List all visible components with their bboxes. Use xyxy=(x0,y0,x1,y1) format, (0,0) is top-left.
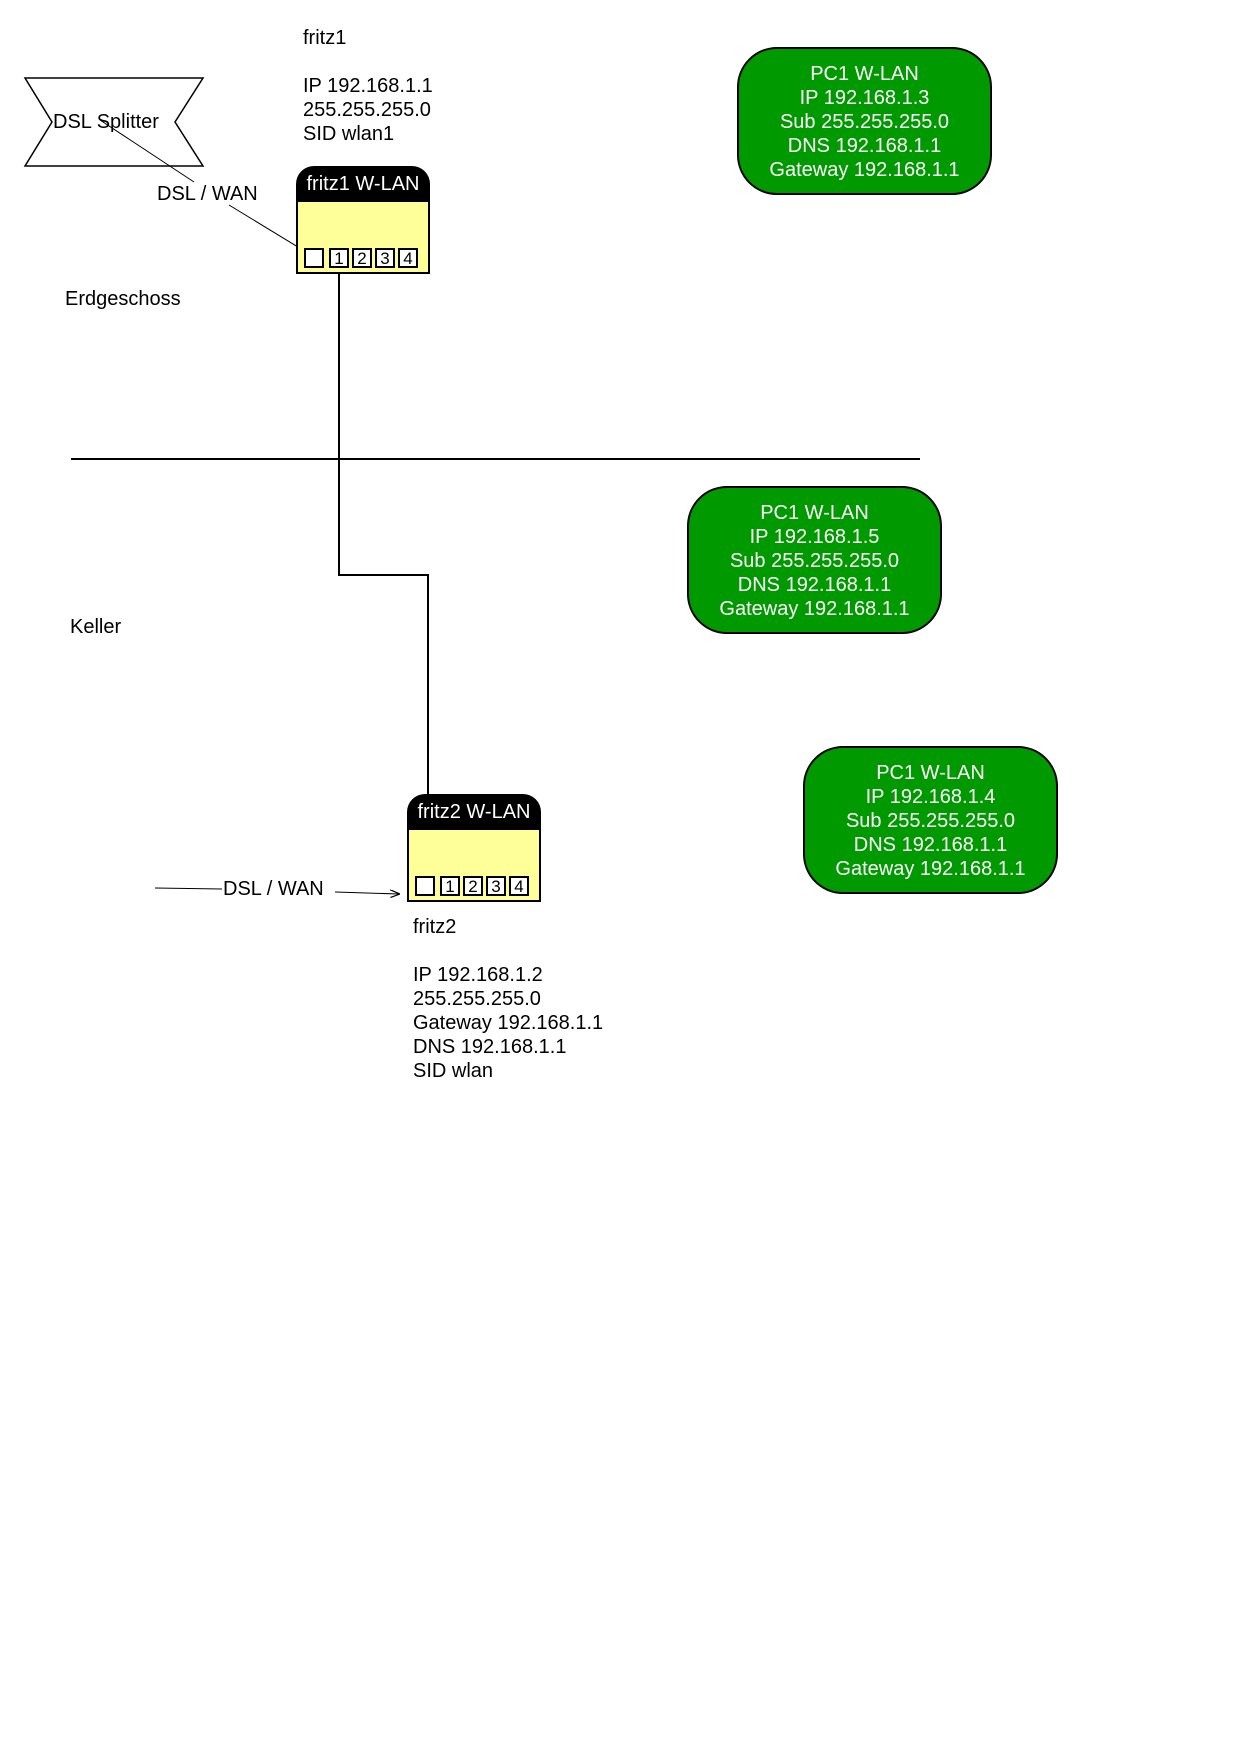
dsl-splitter-shape xyxy=(23,77,205,167)
router2-info: fritz2 IP 192.168.1.2 255.255.255.0 Gate… xyxy=(413,915,603,1083)
router1-port-4: 4 xyxy=(398,248,418,268)
pc-box-line: Gateway 192.168.1.1 xyxy=(769,159,960,181)
router2-info-line: 255.255.255.0 xyxy=(413,988,541,1010)
router1-port-wan xyxy=(304,248,324,268)
router1-info-name: fritz1 xyxy=(303,27,347,49)
dsl-wan-link-upper xyxy=(99,119,195,183)
router2-info-line: IP 192.168.1.2 xyxy=(413,964,543,986)
router1-info-line: SID wlan1 xyxy=(303,123,395,145)
pc-box-line: Gateway 192.168.1.1 xyxy=(835,858,1026,880)
router1-info: fritz1 IP 192.168.1.1 255.255.255.0 SID … xyxy=(303,26,433,146)
router1-port-2: 2 xyxy=(352,248,372,268)
router2-info-line: Gateway 192.168.1.1 xyxy=(413,1012,604,1034)
pc-box-1: PC1 W-LAN IP 192.168.1.3 Sub 255.255.255… xyxy=(737,47,992,195)
router2-port-3: 3 xyxy=(486,876,506,896)
pc-box-3: PC1 W-LAN IP 192.168.1.4 Sub 255.255.255… xyxy=(803,746,1058,894)
pc-box-line: Sub 255.255.255.0 xyxy=(779,111,950,133)
router1-port-1: 1 xyxy=(329,248,349,268)
pc-box-line: PC1 W-LAN xyxy=(760,502,869,524)
dsl-wan-label-lower: DSL / WAN xyxy=(223,878,324,900)
router2-port-1: 1 xyxy=(440,876,460,896)
pc-box-line: PC1 W-LAN xyxy=(810,63,919,85)
pc-box-line: DNS 192.168.1.1 xyxy=(787,135,942,157)
lan-cable xyxy=(338,258,428,892)
router1-info-line: IP 192.168.1.1 xyxy=(303,75,433,97)
pc-box-line: DNS 192.168.1.1 xyxy=(737,574,892,596)
dsl-splitter-label: DSL Splitter xyxy=(53,111,159,133)
router1: fritz1 W-LAN 1 2 3 4 xyxy=(296,166,430,274)
floor-label-erdgeschoss: Erdgeschoss xyxy=(65,288,181,310)
pc-box-line: PC1 W-LAN xyxy=(876,762,985,784)
floor-label-keller: Keller xyxy=(70,616,122,638)
router1-title: fritz1 W-LAN xyxy=(296,166,430,202)
pc-box-line: DNS 192.168.1.1 xyxy=(853,834,1008,856)
pc-box-line: Sub 255.255.255.0 xyxy=(729,550,900,572)
router1-port-3: 3 xyxy=(375,248,395,268)
router2-title: fritz2 W-LAN xyxy=(407,794,541,830)
dsl-wan-link-lower xyxy=(154,887,223,890)
pc-box-2: PC1 W-LAN IP 192.168.1.5 Sub 255.255.255… xyxy=(687,486,942,634)
router1-info-line: 255.255.255.0 xyxy=(303,99,431,121)
router2-port-wan xyxy=(415,876,435,896)
pc-box-line: IP 192.168.1.4 xyxy=(865,786,996,808)
pc-box-line: Sub 255.255.255.0 xyxy=(845,810,1016,832)
router2-port-2: 2 xyxy=(463,876,483,896)
pc-box-line: IP 192.168.1.3 xyxy=(799,87,930,109)
router2-port-4: 4 xyxy=(509,876,529,896)
dsl-wan-label-upper: DSL / WAN xyxy=(157,183,258,205)
router2-info-name: fritz2 xyxy=(413,916,457,938)
router2-info-line: SID wlan xyxy=(413,1060,494,1082)
dsl-wan-link-lower-2 xyxy=(334,892,399,894)
router2: fritz2 W-LAN 1 2 3 4 xyxy=(407,794,541,902)
pc-box-line: IP 192.168.1.5 xyxy=(749,526,880,548)
router2-info-line: DNS 192.168.1.1 xyxy=(413,1036,567,1058)
pc-box-line: Gateway 192.168.1.1 xyxy=(719,598,910,620)
